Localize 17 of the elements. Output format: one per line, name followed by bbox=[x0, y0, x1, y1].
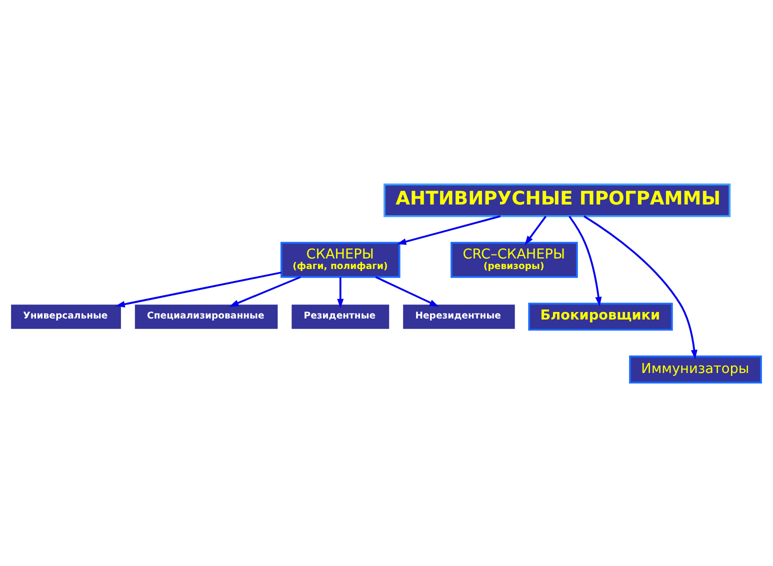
arrow bbox=[396, 214, 501, 244]
node-box: Блокировщики bbox=[528, 302, 673, 330]
node-box: АНТИВИРУСНЫЕ ПРОГРАММЫ bbox=[384, 183, 731, 217]
node-box: Иммунизаторы bbox=[629, 355, 762, 383]
node-box: Резидентные bbox=[292, 304, 390, 328]
node-box: Специализированные bbox=[134, 304, 278, 328]
arrow bbox=[375, 276, 439, 306]
node-box: Нерезидентные bbox=[403, 304, 515, 328]
node-box: CRC–СКАНЕРЫ (ревизоры) bbox=[450, 241, 578, 278]
node-box: СКАНЕРЫ (фаги, полифаги) bbox=[280, 241, 400, 278]
arrow bbox=[337, 276, 344, 308]
node-box: Универсальные bbox=[11, 304, 121, 328]
arrow bbox=[568, 215, 602, 306]
arrow bbox=[115, 271, 282, 307]
arrow bbox=[524, 215, 547, 245]
arrow bbox=[583, 214, 698, 359]
arrow bbox=[229, 276, 301, 306]
